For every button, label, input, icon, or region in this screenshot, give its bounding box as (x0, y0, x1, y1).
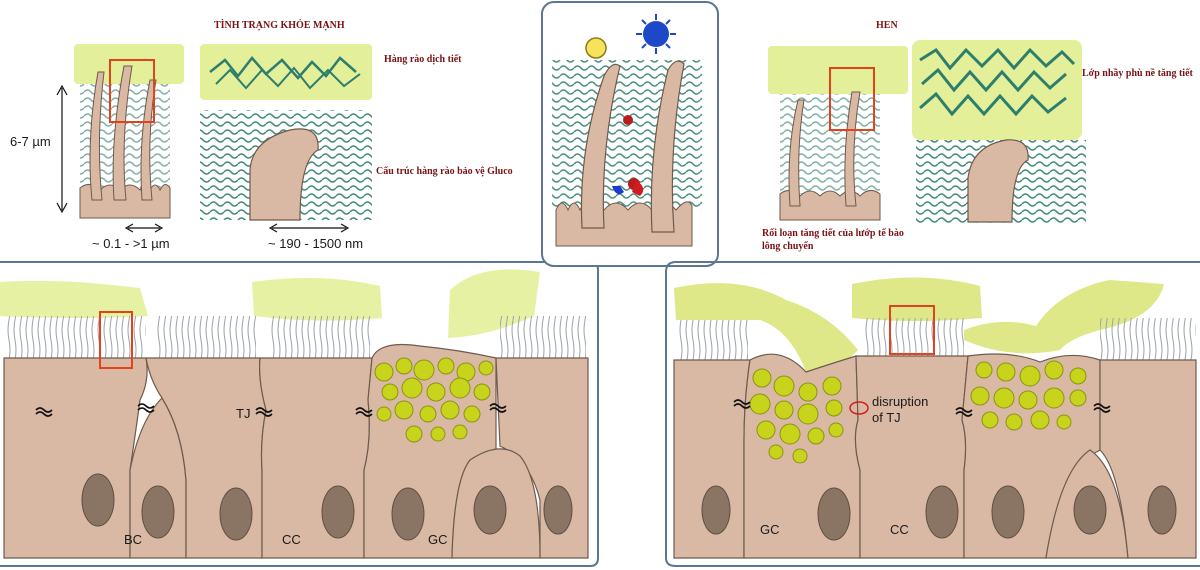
disruption-label-1: disruption (872, 394, 929, 409)
microvillus (650, 60, 685, 233)
goblet-granules (374, 357, 494, 443)
healthy-title: TÌNH TRẠNG KHỎE MẠNH (214, 20, 345, 31)
tight-junction-marks (733, 399, 1111, 417)
asthma-title: HEN (876, 20, 898, 31)
dysfunction-label-2: lông chuyển (762, 241, 814, 252)
inset-content (552, 14, 702, 247)
glyco-size-label: ~ 190 - 1500 nm (268, 236, 364, 251)
highlight-box (99, 311, 133, 369)
virus-icon (643, 21, 669, 47)
secretory-barrier-label: Hàng rào dịch tiết (384, 54, 462, 65)
glyco-structure-label: Cấu trúc hàng rào bảo vệ Gluco (376, 166, 513, 177)
healthy-detail (56, 44, 372, 233)
nuclei (81, 473, 573, 541)
mucus-layer (252, 277, 382, 321)
mucus-label: Lớp nhầy phù nề tăng tiết (1082, 68, 1193, 79)
ciliated-cell (259, 357, 373, 559)
mucus-layer (852, 277, 982, 321)
microvillus (788, 99, 805, 207)
microvillus (112, 65, 133, 201)
height-label: 6-7 µm (10, 134, 51, 149)
microvillus (844, 91, 861, 207)
microvillus (140, 79, 157, 201)
microvillus (89, 71, 105, 201)
tj-label: TJ (236, 406, 251, 421)
mucus-layer (964, 280, 1164, 354)
allergen-icon (585, 37, 607, 59)
highlight-box (829, 67, 875, 131)
bc-label: BC (124, 532, 143, 547)
receptor-icon (612, 186, 624, 194)
highlight-box (109, 59, 155, 123)
goblet-granules (749, 360, 1087, 464)
width-label: ~ 0.1 - >1 µm (92, 236, 170, 251)
gc-label-healthy: GC (428, 532, 448, 547)
cc-label-healthy: CC (282, 532, 301, 547)
microvillus (580, 63, 621, 229)
gc-label-asthma: GC (760, 522, 780, 537)
asthma-detail (768, 40, 1086, 224)
tight-junction-marks (35, 403, 507, 417)
healthy-epithelium (0, 269, 589, 559)
pathogen-icon (623, 115, 633, 125)
mucus-layer (674, 283, 858, 374)
cc-label-asthma: CC (890, 522, 909, 537)
asthma-epithelium (673, 277, 1197, 559)
nuclei (701, 485, 1177, 541)
tj-disruption-marker (849, 401, 869, 415)
highlight-box (889, 305, 935, 355)
mucus-layer (0, 280, 148, 318)
ciliated-cell (3, 357, 148, 559)
disruption-label-2: of TJ (872, 410, 901, 425)
receptor-icon (632, 180, 644, 196)
dysfunction-label-1: Rối loạn tăng tiết của lướp tế bào (762, 228, 904, 239)
